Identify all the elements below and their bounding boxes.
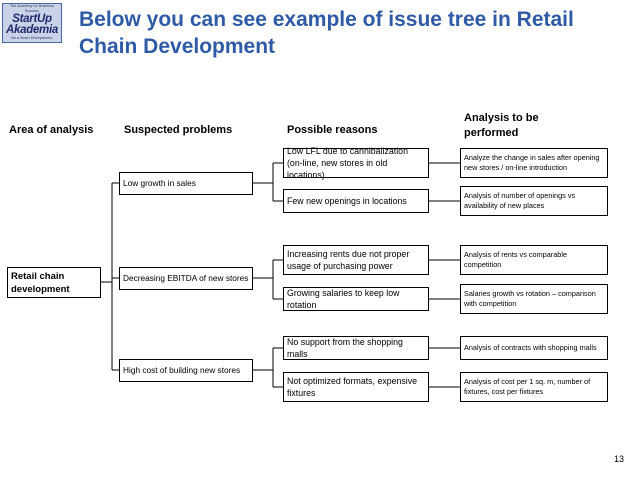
reason-label-1: Low LFL due to cannibalization (on-line,…: [287, 146, 408, 180]
problem-label-3: High cost of building new stores: [123, 365, 241, 375]
problem-label-2: Decreasing EBITDA of new stores: [123, 273, 249, 283]
reason-node-2: Few new openings in locations: [283, 189, 429, 213]
analysis-label-3: Analysis of rents vs comparable competit…: [464, 250, 568, 269]
problem-node-1: Low growth in sales: [119, 172, 253, 195]
analysis-label-5: Analysis of contracts with shopping mall…: [464, 343, 597, 352]
problem-node-2: Decreasing EBITDA of new stores: [119, 267, 253, 290]
analysis-node-3: Analysis of rents vs comparable competit…: [460, 245, 608, 275]
header-analysis-to-be-performed: Analysis to be performed: [464, 112, 539, 139]
analysis-label-6: Analysis of cost per 1 sq. m, number of …: [464, 377, 591, 396]
reason-node-6: Not optimized formats, expensive fixture…: [283, 372, 429, 402]
analysis-node-4: Salaries growth vs rotation – comparison…: [460, 284, 608, 314]
reason-label-4: Growing salaries to keep low rotation: [287, 288, 400, 310]
page-number: 13: [614, 454, 625, 464]
logo-brand-line2: Akademia: [6, 24, 58, 36]
reason-label-6: Not optimized formats, expensive fixture…: [287, 376, 418, 398]
reason-node-3: Increasing rents due not proper usage of…: [283, 245, 429, 275]
header-possible-reasons: Possible reasons: [287, 124, 378, 136]
logo-bottom-line: Be a Smart Entrepreneur: [11, 36, 53, 40]
analysis-node-5: Analysis of contracts with shopping mall…: [460, 336, 608, 360]
header-area-of-analysis: Area of analysis: [9, 124, 94, 136]
root-node: Retail chain development: [7, 267, 101, 298]
slide-title: Below you can see example of issue tree …: [79, 8, 574, 58]
reason-label-3: Increasing rents due not proper usage of…: [287, 249, 410, 271]
reason-node-1: Low LFL due to cannibalization (on-line,…: [283, 146, 429, 180]
problem-label-1: Low growth in sales: [123, 178, 196, 188]
analysis-label-2: Analysis of number of openings vs availa…: [464, 191, 576, 210]
analysis-label-1: Analyze the change in sales after openin…: [464, 153, 600, 172]
header-suspected-problems: Suspected problems: [124, 124, 233, 136]
root-label: Retail chain development: [11, 270, 70, 295]
analysis-node-2: Analysis of number of openings vs availa…: [460, 186, 608, 216]
reason-label-2: Few new openings in locations: [287, 196, 407, 206]
problem-node-3: High cost of building new stores: [119, 359, 253, 382]
analysis-node-6: Analysis of cost per 1 sq. m, number of …: [460, 372, 608, 402]
analysis-node-1: Analyze the change in sales after openin…: [460, 148, 608, 178]
analysis-label-4: Salaries growth vs rotation – comparison…: [464, 289, 596, 308]
logo-brand-line1: StartUp: [12, 13, 52, 25]
reason-node-5: No support from the shopping malls: [283, 336, 429, 360]
reason-node-4: Growing salaries to keep low rotation: [283, 287, 429, 311]
reason-label-5: No support from the shopping malls: [287, 337, 403, 359]
logo-top-line: The Academy for Business Success: [9, 4, 55, 13]
startup-akademia-logo: The Academy for Business Success StartUp…: [2, 3, 62, 43]
